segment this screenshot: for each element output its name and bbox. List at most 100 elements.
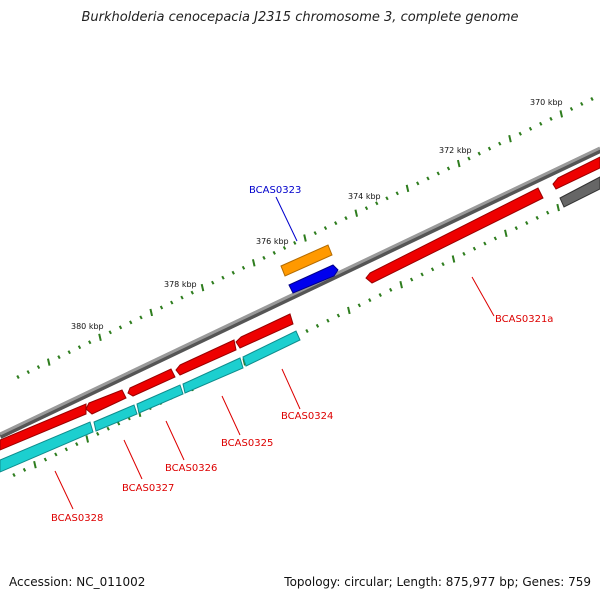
leader-bcas0325 bbox=[221, 395, 241, 436]
outer-tick bbox=[262, 255, 266, 260]
outer-tick bbox=[282, 245, 287, 250]
outer-tick bbox=[251, 259, 256, 267]
inner-tick bbox=[85, 435, 90, 443]
scale-labels: 370 kbp 372 kbp 374 kbp 376 kbp 378 kbp … bbox=[71, 98, 563, 331]
gene-bcas0321a[interactable] bbox=[365, 187, 544, 284]
outer-tick bbox=[436, 171, 440, 176]
scale-label-378: 378 kbp bbox=[164, 280, 197, 289]
outer-tick bbox=[129, 320, 133, 325]
gene-label-bcas0327[interactable]: BCAS0327 bbox=[122, 483, 174, 494]
outer-tick bbox=[108, 330, 112, 335]
leader-bcas0324 bbox=[281, 368, 301, 410]
outer-tick bbox=[375, 201, 379, 206]
outer-tick bbox=[528, 126, 533, 131]
inner-tick bbox=[556, 203, 560, 212]
gene-label-bcas0323[interactable]: BCAS0323 bbox=[249, 185, 301, 196]
outer-tick bbox=[221, 275, 225, 280]
outer-tick bbox=[385, 196, 389, 201]
inner-tick bbox=[96, 431, 100, 436]
inner-tick bbox=[545, 210, 550, 215]
gene-label-bcas0326[interactable]: BCAS0326 bbox=[165, 463, 217, 474]
gene-bcas0323-orange[interactable] bbox=[280, 244, 333, 277]
outer-tick bbox=[487, 146, 492, 151]
outer-tick bbox=[118, 325, 123, 330]
outer-tick bbox=[180, 295, 184, 300]
gene-bcas0324[interactable] bbox=[235, 313, 294, 349]
outer-tick bbox=[549, 116, 553, 121]
map-title: Burkholderia cenocepacia J2315 chromosom… bbox=[81, 10, 519, 25]
inner-tick bbox=[441, 262, 445, 267]
gene-bcas0324-cyan[interactable] bbox=[242, 330, 301, 367]
gene-bcas0327-cyan[interactable] bbox=[93, 404, 138, 432]
inner-tick bbox=[116, 421, 121, 426]
outer-tick bbox=[293, 240, 297, 245]
gene-bcas0325[interactable] bbox=[175, 339, 237, 376]
bcas0323-features bbox=[280, 244, 339, 294]
outer-tick bbox=[323, 226, 328, 231]
scale-label-380: 380 kbp bbox=[71, 322, 104, 331]
outer-tick bbox=[498, 141, 502, 146]
outer-tick bbox=[364, 206, 369, 211]
gene-label-bcas0324[interactable]: BCAS0324 bbox=[281, 411, 333, 422]
gene-gray[interactable] bbox=[559, 176, 600, 208]
inner-tick bbox=[483, 241, 487, 246]
backbone bbox=[0, 146, 600, 439]
gene-label-bcas0328[interactable]: BCAS0328 bbox=[51, 513, 103, 524]
outer-tick bbox=[508, 134, 512, 143]
inner-tick bbox=[357, 303, 362, 308]
gene-bcas0326-cyan[interactable] bbox=[136, 384, 184, 414]
leader-bcas0323 bbox=[275, 196, 298, 242]
backbone-outline bbox=[0, 147, 600, 439]
scale-label-372: 372 kbp bbox=[439, 146, 472, 155]
inner-tick bbox=[430, 267, 435, 272]
inner-tick bbox=[43, 457, 48, 462]
inner-tick bbox=[315, 323, 320, 328]
outer-tick bbox=[88, 340, 92, 345]
inner-tick bbox=[75, 442, 79, 447]
inner-tick bbox=[54, 452, 58, 457]
outer-tick bbox=[334, 221, 338, 226]
outer-tick bbox=[313, 231, 317, 236]
outer-tick bbox=[200, 283, 205, 292]
inner-tick bbox=[22, 467, 27, 472]
gene-bcas0327[interactable] bbox=[85, 389, 127, 415]
outer-tick bbox=[67, 350, 71, 355]
outer-tick bbox=[446, 166, 451, 171]
outer-tick bbox=[477, 151, 481, 156]
gene-label-bcas0325[interactable]: BCAS0325 bbox=[221, 438, 273, 449]
inner-tick bbox=[462, 251, 466, 256]
gene-bcas0325-cyan[interactable] bbox=[182, 357, 244, 394]
gene-bcas0328[interactable] bbox=[0, 403, 87, 451]
leader-bcas0326 bbox=[165, 420, 185, 461]
gene-label-bcas0321a[interactable]: BCAS0321a bbox=[495, 314, 553, 325]
inner-tick bbox=[451, 255, 456, 263]
gene-next-red[interactable] bbox=[552, 156, 600, 190]
leader-bcas0321a bbox=[471, 276, 495, 317]
outer-tick bbox=[467, 156, 471, 161]
gene-bcas0328-cyan[interactable] bbox=[0, 421, 94, 473]
reverse-strand bbox=[0, 330, 301, 473]
outer-tick bbox=[395, 191, 399, 196]
scale-label-374: 374 kbp bbox=[348, 192, 381, 201]
inner-tick bbox=[504, 229, 508, 238]
inner-tick bbox=[347, 306, 351, 315]
inner-tick bbox=[420, 272, 424, 277]
outer-tick bbox=[272, 250, 276, 255]
gene-bcas0326[interactable] bbox=[127, 368, 176, 397]
inner-tick bbox=[64, 447, 69, 452]
outer-tick bbox=[149, 308, 154, 317]
outer-tick bbox=[354, 209, 359, 217]
inner-tick bbox=[389, 287, 393, 292]
inner-tick bbox=[409, 277, 414, 282]
scale-label-376: 376 kbp bbox=[256, 237, 289, 246]
gene-bcas0323-blue[interactable] bbox=[288, 264, 339, 294]
topology-summary: Topology: circular; Length: 875,977 bp; … bbox=[284, 575, 591, 589]
outer-tick bbox=[416, 181, 420, 186]
scale-label-370: 370 kbp bbox=[530, 98, 563, 107]
outer-tick bbox=[405, 184, 410, 193]
outer-tick bbox=[241, 265, 246, 270]
inner-tick bbox=[514, 226, 518, 231]
outer-tick bbox=[57, 355, 61, 360]
inner-tick bbox=[106, 426, 110, 431]
outer-tick bbox=[303, 234, 307, 242]
